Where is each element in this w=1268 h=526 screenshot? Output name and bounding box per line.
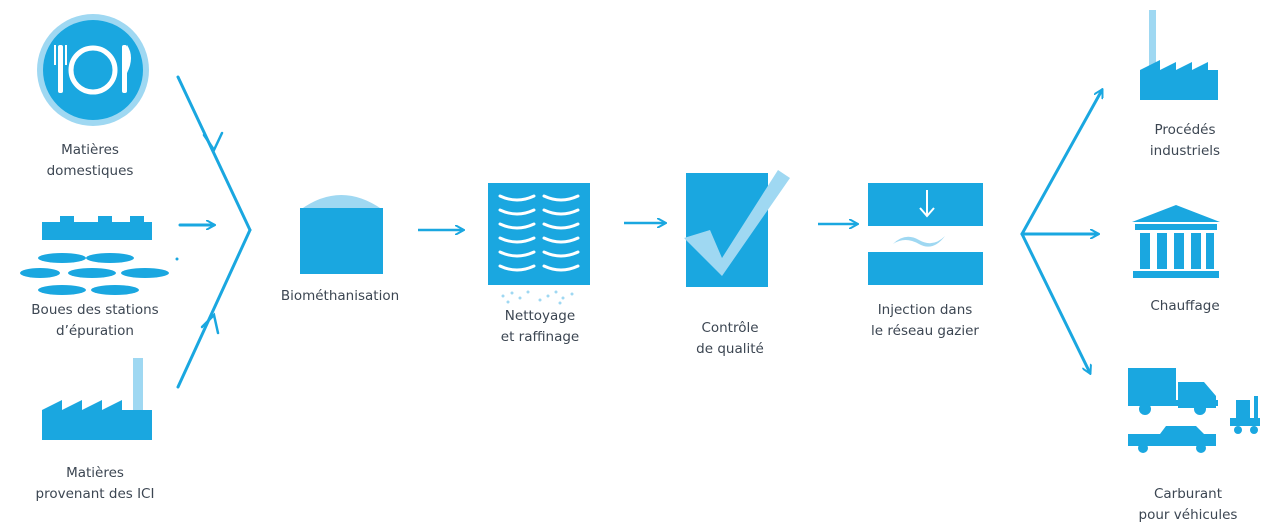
step-label-biomethanisation: Biométhanisation xyxy=(280,288,400,304)
arrow-industrial xyxy=(1020,90,1104,236)
filter-icon xyxy=(488,183,590,305)
building-icon xyxy=(1132,205,1220,278)
step-label-quality: Contrôle de qualité xyxy=(696,320,764,357)
factory-icon xyxy=(1140,10,1218,100)
dinner-plate-icon xyxy=(37,14,149,126)
vehicles-icon xyxy=(1128,368,1260,453)
use-label-heating: Chauffage xyxy=(1150,298,1220,314)
step-label-cleaning: Nettoyage et raffinage xyxy=(500,308,580,345)
digester-tank-icon xyxy=(300,195,383,274)
use-label-industrial: Procédés industriels xyxy=(1149,122,1221,159)
step-label-injection: Injection dans le réseau gazier xyxy=(871,302,979,339)
source-label-domestic: Matières domestiques xyxy=(46,142,134,179)
pipeline-injection-icon xyxy=(868,183,983,285)
arrow-ici xyxy=(200,312,220,335)
source-label-sludge: Boues des stations d’épuration xyxy=(31,302,159,339)
checkmark-icon xyxy=(684,170,790,287)
converging-arrows xyxy=(176,75,252,389)
sludge-beds-icon xyxy=(20,216,179,295)
source-label-ici: Matières provenant des ICI xyxy=(35,465,155,502)
diverging-arrows xyxy=(1020,90,1104,373)
arrow-vehicles xyxy=(1020,232,1090,373)
factory-icon xyxy=(42,358,152,440)
use-label-vehicles: Carburant pour véhicules xyxy=(1138,486,1238,523)
arrow-domestic xyxy=(202,131,224,153)
